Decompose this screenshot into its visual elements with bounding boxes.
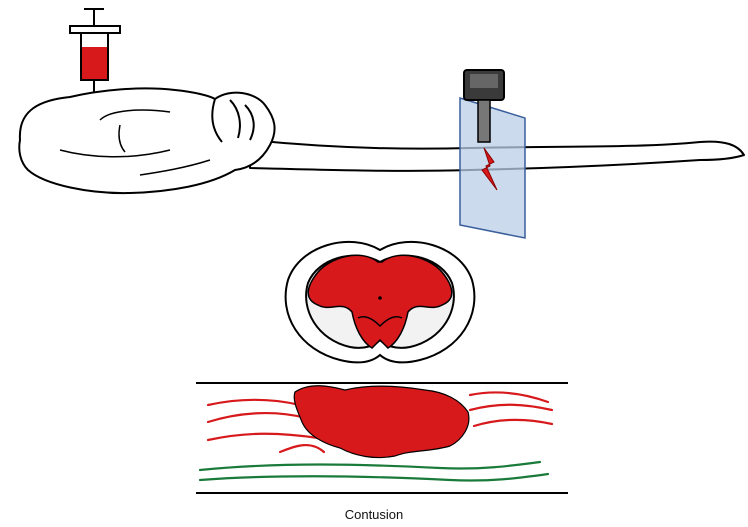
impactor-icon — [460, 70, 525, 238]
figure-caption: Contusion — [0, 507, 748, 522]
longitudinal-section — [196, 383, 568, 493]
lesion-core — [294, 386, 469, 458]
spinal-cord-cross-section — [286, 242, 475, 363]
rodent-cns-outline — [19, 88, 744, 193]
syringe-icon — [70, 8, 120, 94]
